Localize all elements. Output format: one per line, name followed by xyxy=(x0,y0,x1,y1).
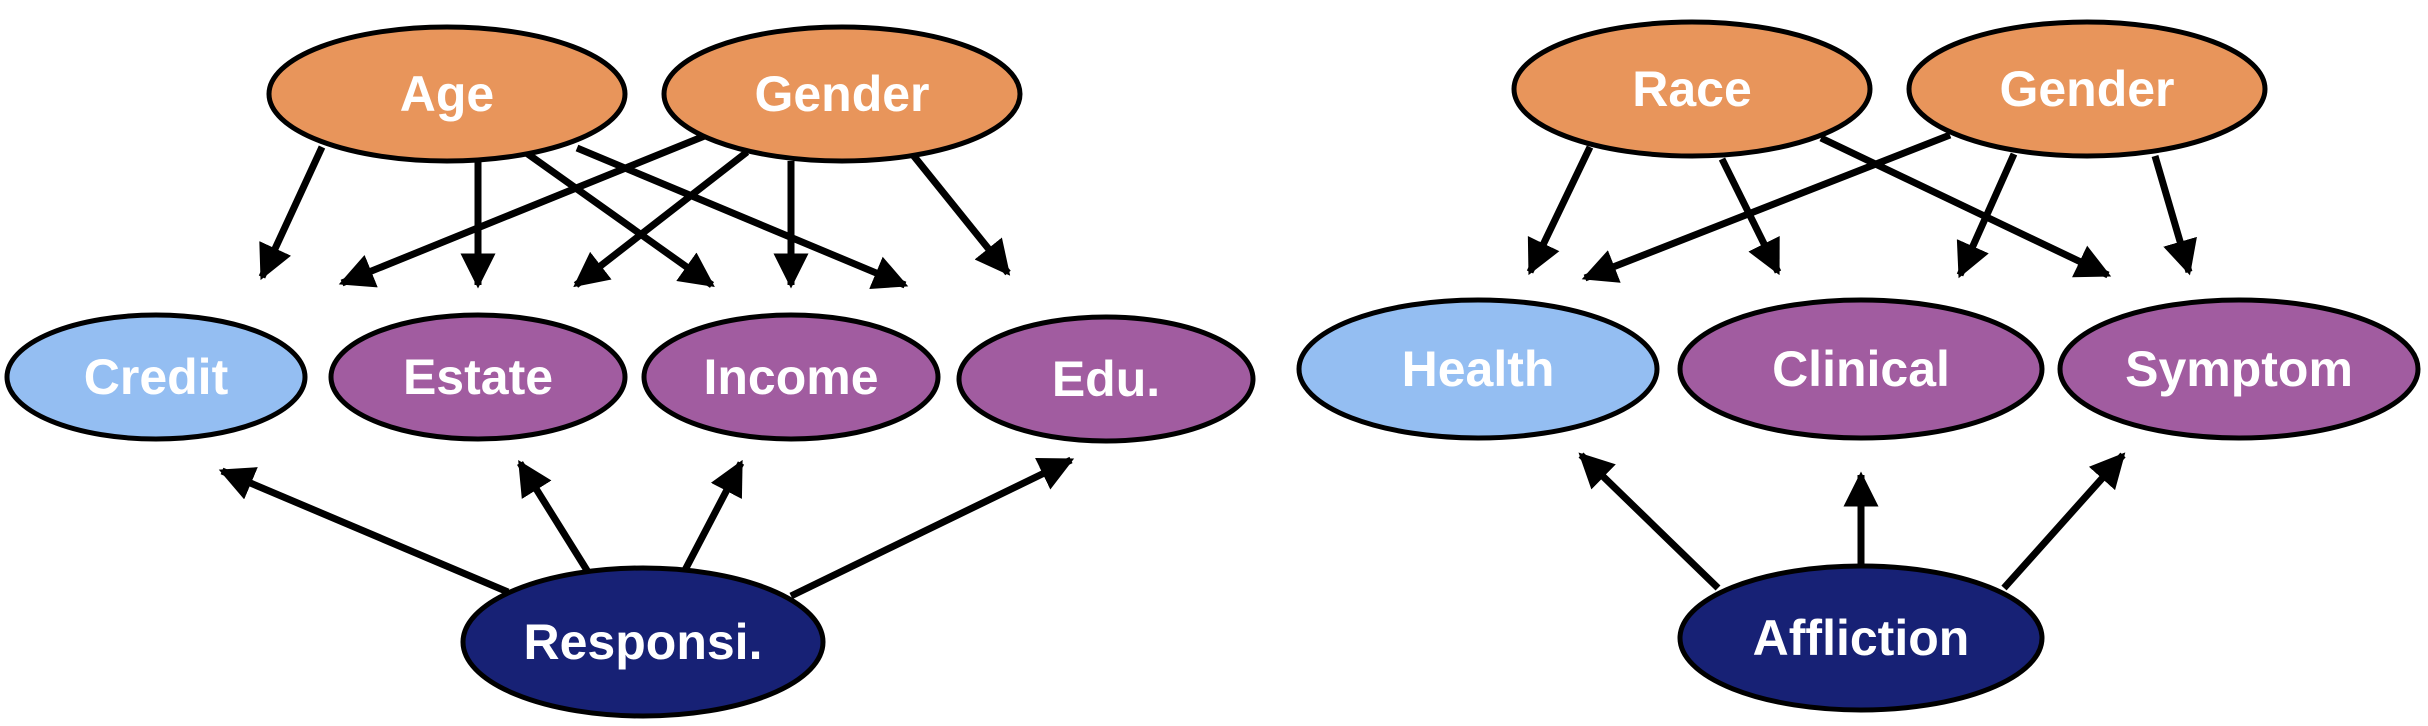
node-gender-label: Gender xyxy=(754,66,929,122)
node-age: Age xyxy=(266,24,628,164)
edge-responsi-to-income xyxy=(680,459,745,574)
edge-age-to-edu xyxy=(575,144,909,290)
edge-affliction-to-health xyxy=(1578,452,1721,591)
node-responsi-label: Responsi. xyxy=(524,614,763,670)
node-clinical: Clinical xyxy=(1677,297,2045,441)
node-health: Health xyxy=(1296,297,1660,441)
edge-gender-to-symptom xyxy=(2151,155,2197,276)
edge-gender-to-clinical xyxy=(1956,152,2018,279)
node-gender-right: Gender xyxy=(1906,19,2268,159)
right-graph: Race Gender Health Clinical Symptom Affl… xyxy=(1296,19,2421,713)
node-affliction: Affliction xyxy=(1677,563,2045,713)
node-credit: Credit xyxy=(4,312,308,442)
left-graph-nodes: Age Gender Credit Estate Income Edu. xyxy=(4,24,1256,719)
edge-race-to-symptom xyxy=(1819,134,2112,279)
edge-responsi-to-estate xyxy=(517,460,591,574)
edge-responsi-to-edu xyxy=(789,456,1075,600)
node-estate-shape xyxy=(328,312,628,442)
node-income: Income xyxy=(641,312,941,442)
node-age-label: Age xyxy=(400,66,494,122)
edge-responsi-to-credit xyxy=(218,467,510,596)
edge-race-to-health xyxy=(1526,145,1594,276)
node-affliction-label: Affliction xyxy=(1753,610,1970,666)
node-estate-label: Estate xyxy=(403,349,553,405)
node-edu-shape xyxy=(956,314,1256,444)
right-graph-nodes: Race Gender Health Clinical Symptom Affl… xyxy=(1296,19,2421,713)
node-age-shape xyxy=(266,24,628,164)
left-graph: Age Gender Credit Estate Income Edu. xyxy=(4,24,1256,719)
node-income-label: Income xyxy=(703,349,878,405)
node-edu-label: Edu. xyxy=(1052,351,1160,407)
node-responsi-shape xyxy=(460,565,826,719)
node-symptom: Symptom xyxy=(2057,297,2421,441)
node-estate: Estate xyxy=(328,312,628,442)
node-credit-label: Credit xyxy=(84,349,229,405)
node-clinical-label: Clinical xyxy=(1772,341,1950,397)
node-affliction-shape xyxy=(1677,563,2045,713)
edge-gender-to-edu xyxy=(910,152,1011,276)
node-responsi: Responsi. xyxy=(460,565,826,719)
node-income-shape xyxy=(641,312,941,442)
edge-gender-to-estate xyxy=(573,149,750,288)
node-symptom-label: Symptom xyxy=(2125,341,2353,397)
node-gender-right-label: Gender xyxy=(1999,61,2174,117)
right-graph-edges xyxy=(1526,131,2197,591)
node-symptom-shape xyxy=(2057,297,2421,441)
left-graph-edges xyxy=(218,131,1075,600)
edge-age-to-income xyxy=(522,149,715,288)
node-race: Race xyxy=(1511,19,1873,159)
node-gender-right-shape xyxy=(1906,19,2268,159)
node-gender-shape xyxy=(661,24,1023,164)
node-race-shape xyxy=(1511,19,1873,159)
node-gender: Gender xyxy=(661,24,1023,164)
node-health-label: Health xyxy=(1402,341,1555,397)
edge-affliction-to-symptom xyxy=(2001,452,2126,591)
node-edu: Edu. xyxy=(956,314,1256,444)
edge-age-to-credit xyxy=(258,145,326,281)
node-credit-shape xyxy=(4,312,308,442)
node-clinical-shape xyxy=(1677,297,2045,441)
edge-gender-to-health xyxy=(1581,131,1952,283)
node-health-shape xyxy=(1296,297,1660,441)
node-race-label: Race xyxy=(1632,61,1752,117)
edge-gender-to-credit xyxy=(338,131,709,288)
